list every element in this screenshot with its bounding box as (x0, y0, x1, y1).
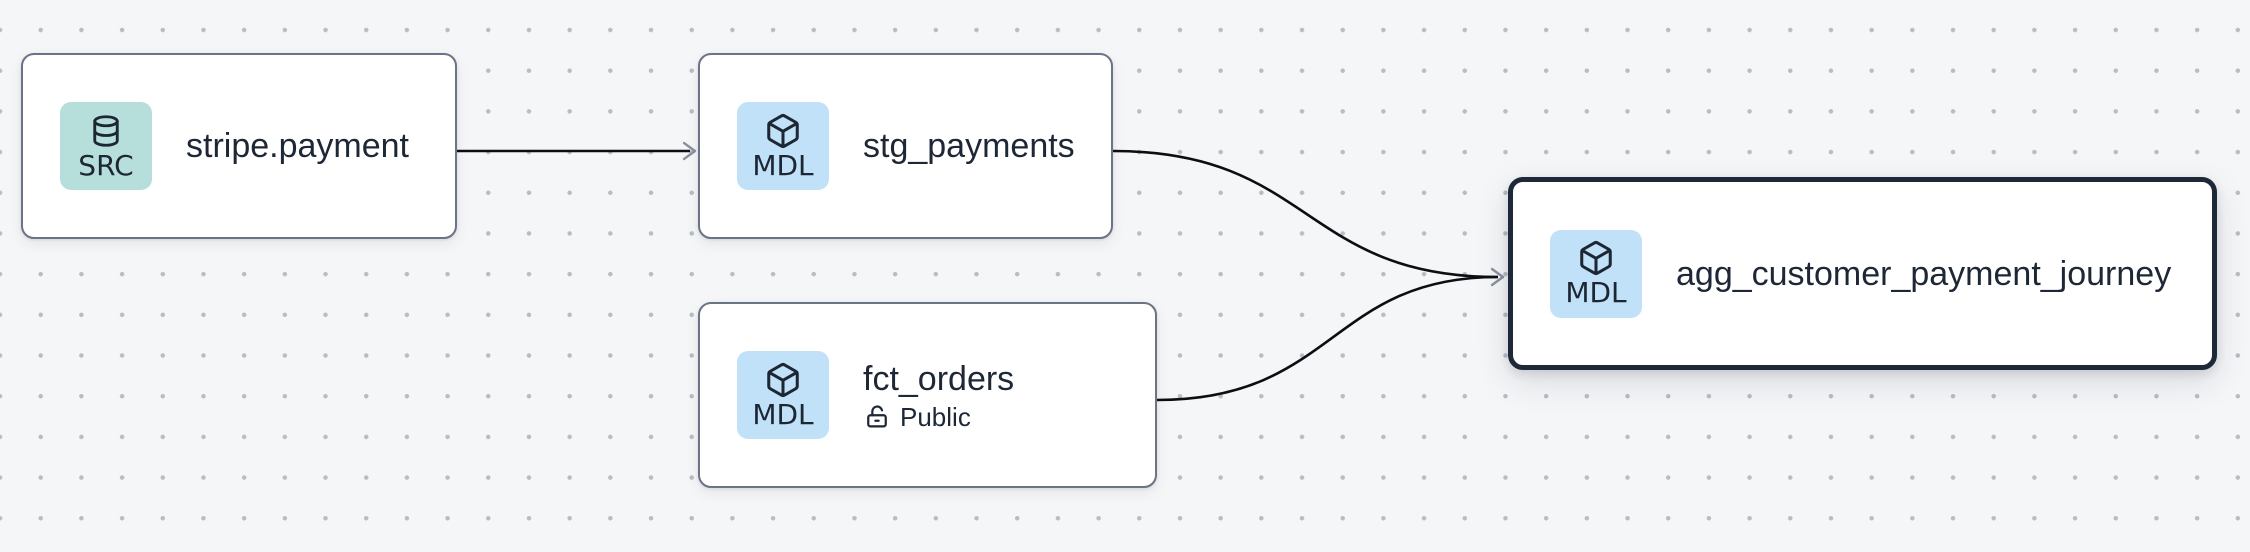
cube-icon (767, 113, 799, 148)
node-stripe-payment[interactable]: SRC stripe.payment (21, 53, 457, 239)
database-icon (93, 114, 119, 147)
access-label: Public (900, 401, 971, 432)
edge-stg-payments-to-agg-customer-payment-journey[interactable] (1112, 149, 1499, 279)
cube-icon (1580, 240, 1612, 276)
cube-icon (767, 362, 799, 397)
badge-label: SRC (78, 148, 134, 182)
access-row: Public (863, 402, 1014, 432)
node-title: fct_orders (863, 359, 1015, 398)
node-title: agg_customer_payment_journey (1676, 254, 2172, 293)
model-badge: MDL (737, 102, 829, 190)
arrowhead-icon (682, 141, 697, 161)
model-badge: MDL (737, 351, 829, 439)
badge-label: MDL (752, 397, 814, 431)
node-agg-customer-payment-journey[interactable]: MDL agg_customer_payment_journey (1508, 177, 2217, 370)
unlock-icon (867, 404, 887, 427)
node-stg-payments[interactable]: MDL stg_payments (698, 53, 1113, 239)
badge-label: MDL (1565, 276, 1627, 309)
badge-label: MDL (752, 148, 814, 182)
node-fct-orders[interactable]: MDL fct_orders Public (698, 302, 1157, 488)
node-title: stripe.payment (186, 127, 409, 165)
arrowhead-icon (1490, 267, 1505, 287)
source-badge: SRC (60, 102, 152, 190)
edge-fct-orders-to-agg-customer-payment-journey[interactable] (1156, 275, 1499, 402)
model-badge: MDL (1550, 229, 1642, 318)
node-title: stg_payments (863, 127, 1075, 165)
